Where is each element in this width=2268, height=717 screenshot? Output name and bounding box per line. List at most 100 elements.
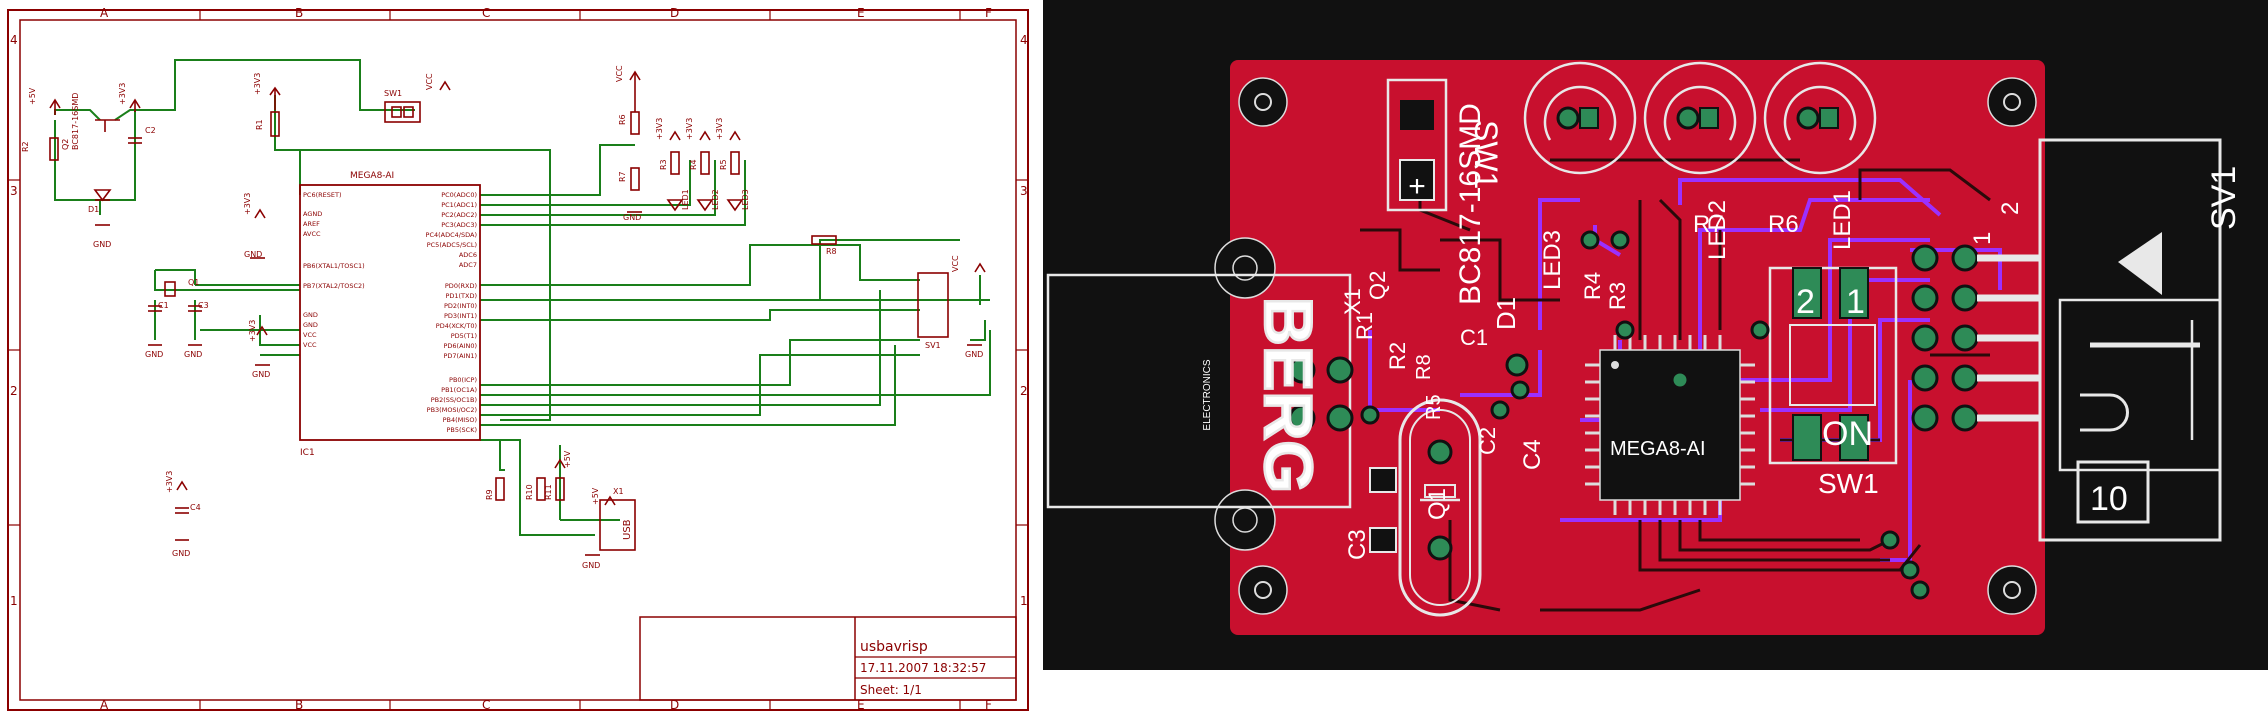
pcb-c3 — [1369, 467, 1397, 553]
row-label-3: 3 — [10, 184, 18, 198]
pcb-label-sv-pin1: 1 — [1969, 232, 1996, 245]
ic1-pin-left-4: PB6(XTAL1/TOSC1) — [303, 262, 365, 270]
row-label-2-right: 2 — [1020, 384, 1028, 398]
label-led3: LED3 — [741, 189, 750, 210]
label-r2: R2 — [21, 141, 30, 152]
col-label-b-bottom: B — [295, 698, 303, 712]
label-r6: R6 — [618, 114, 627, 125]
label-x1: X1 — [613, 487, 624, 496]
ic1-pin-left-1: AGND — [303, 210, 322, 218]
mounting-hole-ml — [1214, 237, 1276, 299]
ic1-mega8: MEGA8-AI IC1 PC6(RESET) AGND AREF AVCC P… — [299, 171, 481, 458]
label-3v3-r3: +3V3 — [655, 118, 664, 140]
berg-logo: BERG — [1250, 297, 1326, 493]
label-3v3-top: +3V3 — [118, 83, 127, 105]
ic1-pin-left-2: AREF — [303, 220, 320, 228]
pcb-label-q2: Q2 — [1365, 271, 1390, 300]
label-r5: R5 — [719, 159, 728, 170]
row-label-2: 2 — [10, 384, 18, 398]
mounting-hole-br — [1987, 565, 2037, 615]
row-label-3-right: 3 — [1020, 184, 1028, 198]
label-gnd-c1: GND — [145, 350, 163, 359]
ic1-pin-right-16: PB0(ICP) — [449, 376, 477, 384]
sv1-pads — [1911, 244, 2040, 432]
pcb-sw1-switch — [1768, 266, 1898, 465]
ic1-pin-right-8: PD0(RXD) — [445, 282, 477, 290]
mounting-holes — [1214, 77, 2037, 615]
ic1-pin-right-0: PC0(ADC0) — [441, 191, 477, 199]
label-5v-r11: +5V — [563, 450, 572, 468]
label-led2: LED2 — [711, 189, 720, 210]
col-label-a-bottom: A — [100, 698, 109, 712]
pcb-label-r1: R1 — [1352, 312, 1377, 340]
label-gnd-ic: GND — [252, 370, 270, 379]
title-block-datetime: 17.11.2007 18:32:57 — [860, 661, 986, 675]
label-led1: LED1 — [681, 189, 690, 210]
label-gnd-r7: GND — [623, 213, 641, 222]
label-gnd-c4: GND — [172, 549, 190, 558]
label-3v3-avcc: +3V3 — [243, 193, 252, 215]
ic1-pin-right-9: PD1(TXD) — [445, 292, 477, 300]
led-outline-3 — [1763, 61, 1877, 175]
pcb-label-led3: LED3 — [1539, 230, 1566, 290]
pcb-label-mega8: MEGA8-AI — [1610, 438, 1706, 460]
pcb-bc817-outline: + — [1386, 78, 1448, 212]
berg-logo-sub: ELECTRONICS — [1202, 359, 1213, 430]
ic1-pin-right-21: PB5(SCK) — [446, 426, 477, 434]
col-label-c: C — [482, 6, 490, 20]
schematic-sheet: A B C D E F A B C D E F 4 3 2 1 4 3 2 1 — [0, 0, 1040, 717]
pcb-label-led2: LED2 — [1704, 200, 1731, 260]
label-3v3-c4: +3V3 — [165, 471, 174, 493]
usb-pads — [1288, 356, 1354, 432]
label-vcc-sw1: VCC — [425, 73, 434, 90]
title-block-name: usbavrisp — [860, 639, 928, 655]
pcb-label-sw1-rot: SW1 — [1468, 120, 1504, 189]
col-label-b: B — [295, 6, 303, 20]
label-q2: Q2 — [61, 139, 70, 150]
label-vcc-r6: VCC — [615, 65, 624, 82]
pcb-label-c3: C3 — [1344, 529, 1371, 560]
ic1-pin-right-14: PD6(AIN0) — [444, 342, 478, 350]
mounting-hole-bl — [1238, 565, 1288, 615]
ic1-pin-right-11: PD3(INT1) — [444, 312, 477, 320]
ic1-name: MEGA8-AI — [350, 171, 394, 181]
label-5v-usb: +5V — [591, 487, 600, 505]
label-3v3-r1: +3V3 — [253, 73, 262, 95]
row-label-4: 4 — [10, 33, 18, 47]
pcb-label-r5: R5 — [1423, 394, 1445, 420]
label-r10: R10 — [525, 484, 534, 500]
mounting-hole-ml2 — [1214, 489, 1276, 551]
ic1-pin-left-7: GND — [303, 321, 318, 329]
pcb-board — [1230, 60, 2045, 635]
label-d1: D1 — [88, 205, 99, 214]
label-sw1: SW1 — [384, 89, 402, 98]
label-5v-top: +5V — [28, 87, 37, 105]
pcb-crystal-outline — [1398, 398, 1482, 617]
led-outline-2 — [1643, 61, 1757, 175]
pcb-label-c1: C1 — [1460, 325, 1488, 350]
pcb-label-sv1: SV1 — [2205, 166, 2243, 230]
col-label-c-bottom: C — [482, 698, 490, 712]
pcb-label-bc817: BC817-16SMD — [1454, 103, 1487, 305]
label-r9: R9 — [485, 489, 494, 500]
pcb-label-r8: R8 — [1413, 354, 1435, 380]
col-label-d: D — [670, 6, 679, 20]
col-label-f-bottom: F — [985, 698, 992, 712]
label-gnd-agnd: GND — [244, 250, 262, 259]
schematic-components — [49, 101, 949, 551]
pcb-view: + — [1040, 0, 2268, 717]
mounting-hole-tl — [1238, 77, 1288, 127]
label-vcc-sv1: VCC — [951, 255, 960, 272]
svg-text:+: + — [1408, 170, 1426, 203]
ic1-pin-right-4: PC4(ADC4/SDA) — [426, 231, 477, 239]
ic1-pin-right-3: PC3(ADC3) — [441, 221, 477, 229]
label-c3: C3 — [198, 301, 209, 310]
ic1-pin-right-7: ADC7 — [459, 261, 477, 269]
pcb-label-sv-pin2: 2 — [1997, 202, 2024, 215]
led-outline-1 — [1523, 61, 1637, 175]
gnd-symbols — [95, 211, 982, 556]
ic1-pin-right-19: PB3(MOSI/OC2) — [427, 406, 477, 414]
title-block-sheet: Sheet: 1/1 — [860, 683, 922, 697]
col-label-e: E — [857, 6, 865, 20]
